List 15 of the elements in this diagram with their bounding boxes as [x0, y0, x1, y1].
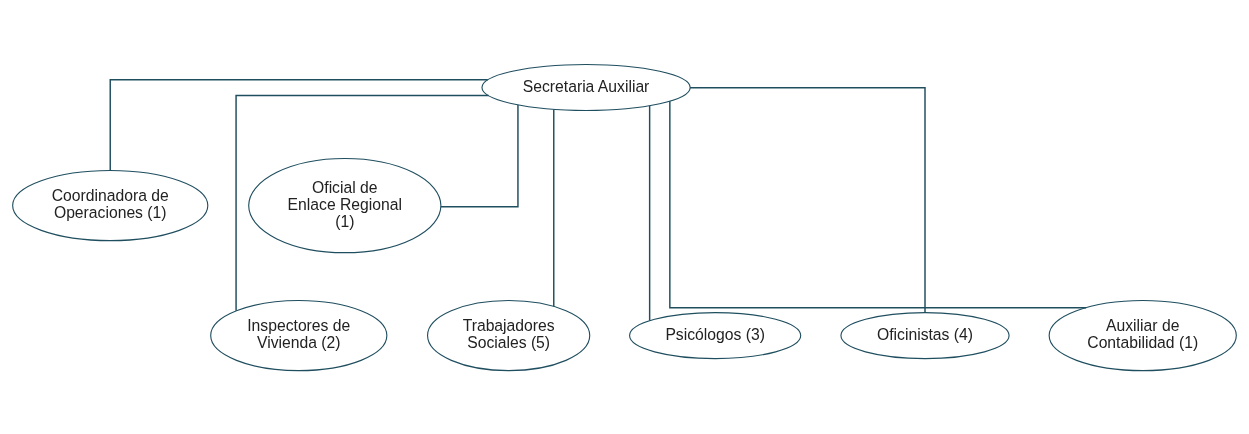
connector	[235, 94, 490, 312]
connector	[689, 86, 926, 313]
node-ellipse: Coordinadora de Operaciones (1)	[12, 169, 209, 241]
connector	[669, 100, 1087, 308]
node-ellipse: Psicólogos (3)	[629, 311, 802, 359]
node-ellipse: Auxiliar de Contabilidad (1)	[1048, 299, 1237, 371]
node-ellipse: Oficinistas (4)	[840, 311, 1010, 359]
connector	[109, 78, 489, 171]
node-ellipse: Inspectores de Vivienda (2)	[210, 299, 388, 371]
connector	[553, 108, 555, 307]
node-ellipse: Trabajadores Sociales (5)	[427, 299, 591, 371]
connector	[648, 104, 651, 321]
node-ellipse: Secretaria Auxiliar	[481, 63, 691, 111]
node-ellipse: Oficial de Enlace Regional (1)	[248, 157, 442, 253]
connector	[440, 103, 519, 207]
